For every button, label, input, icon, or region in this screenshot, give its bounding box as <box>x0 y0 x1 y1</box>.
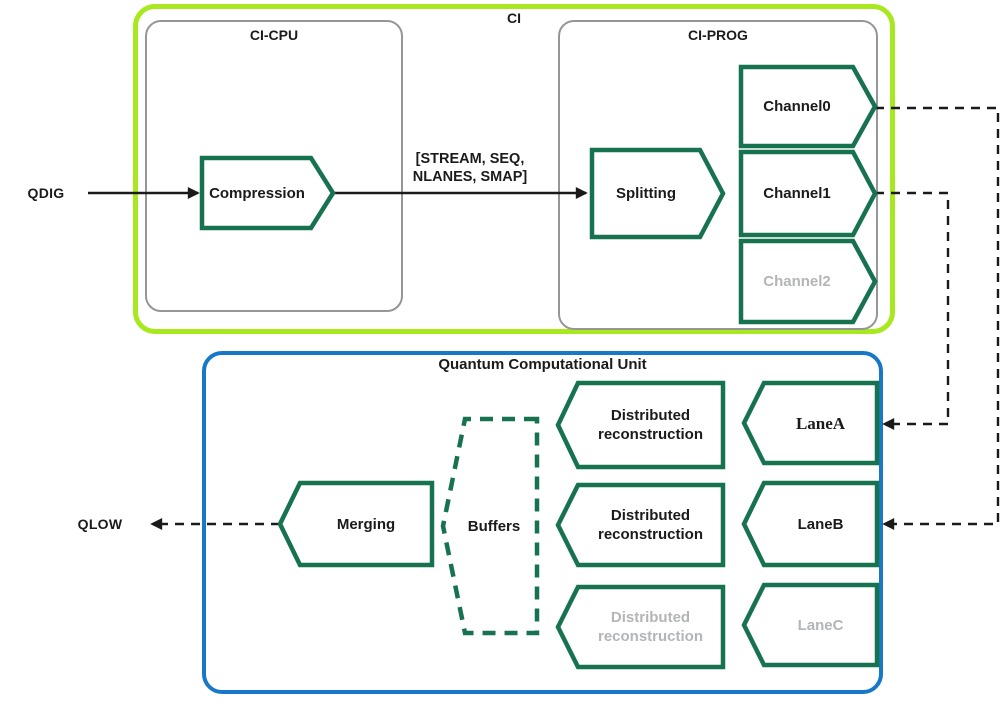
channel0-laneb-connector <box>875 106 1000 530</box>
channel0-node <box>738 64 878 149</box>
distributed-reconstruction-node-3 <box>555 584 726 670</box>
channel1-node <box>738 149 878 238</box>
lanec-node <box>741 582 880 668</box>
lanea-node <box>741 380 880 466</box>
distributed-reconstruction-node-2 <box>555 482 726 568</box>
splitting-node <box>589 147 726 240</box>
ci-prog-container <box>558 20 878 330</box>
ci-cpu-container <box>145 20 403 312</box>
channel1-lanea-connector <box>875 191 950 430</box>
compression-node <box>199 155 336 231</box>
distributed-reconstruction-node-1 <box>555 380 726 470</box>
ci-container <box>133 4 895 334</box>
buffers-node <box>440 416 540 636</box>
qcu-container <box>202 351 883 694</box>
merging-node <box>277 480 435 568</box>
channel2-node <box>738 238 878 325</box>
laneb-node <box>741 480 880 568</box>
